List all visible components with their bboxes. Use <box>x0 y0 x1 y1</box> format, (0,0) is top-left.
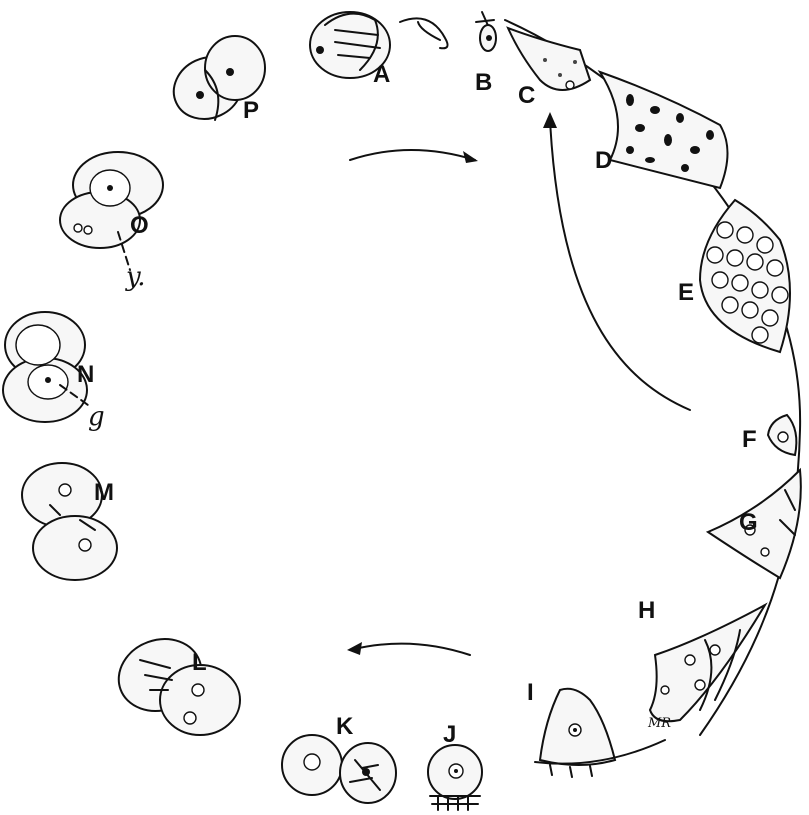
stage-l-figure <box>109 628 240 735</box>
stage-n-figure <box>3 312 87 422</box>
o-pointer-annotation: y. <box>125 262 146 292</box>
stage-f-figure <box>768 415 796 455</box>
stage-i-figure <box>535 689 665 777</box>
arrow-bottom <box>347 642 470 655</box>
stage-label-k: K <box>336 713 354 740</box>
stage-label-n: N <box>77 361 94 388</box>
stage-label-d: D <box>595 147 612 174</box>
stage-h-figure <box>650 605 765 721</box>
artist-signature: MR <box>647 716 671 731</box>
stage-label-h: H <box>638 597 655 624</box>
arrow-top <box>350 150 478 163</box>
stage-b-figure <box>476 12 496 51</box>
stage-label-e: E <box>678 279 694 306</box>
stage-label-o: O <box>130 212 149 239</box>
stage-label-a: A <box>373 61 390 88</box>
stage-label-b: B <box>475 69 492 96</box>
stage-label-m: M <box>94 479 114 506</box>
stage-label-l: L <box>192 649 207 676</box>
stage-label-p: P <box>243 97 259 124</box>
stage-c-figure <box>508 28 590 90</box>
n-pointer-annotation: g <box>88 402 105 432</box>
stage-label-c: C <box>518 82 535 109</box>
stage-k-figure <box>282 735 396 803</box>
stage-j-figure <box>428 745 482 810</box>
stage-label-g: G <box>739 509 758 536</box>
stage-d-figure <box>600 72 728 188</box>
stage-label-f: F <box>742 426 757 453</box>
stage-label-j: J <box>443 721 456 748</box>
stage-e-figure <box>700 200 790 352</box>
stage-label-i: I <box>527 679 534 706</box>
